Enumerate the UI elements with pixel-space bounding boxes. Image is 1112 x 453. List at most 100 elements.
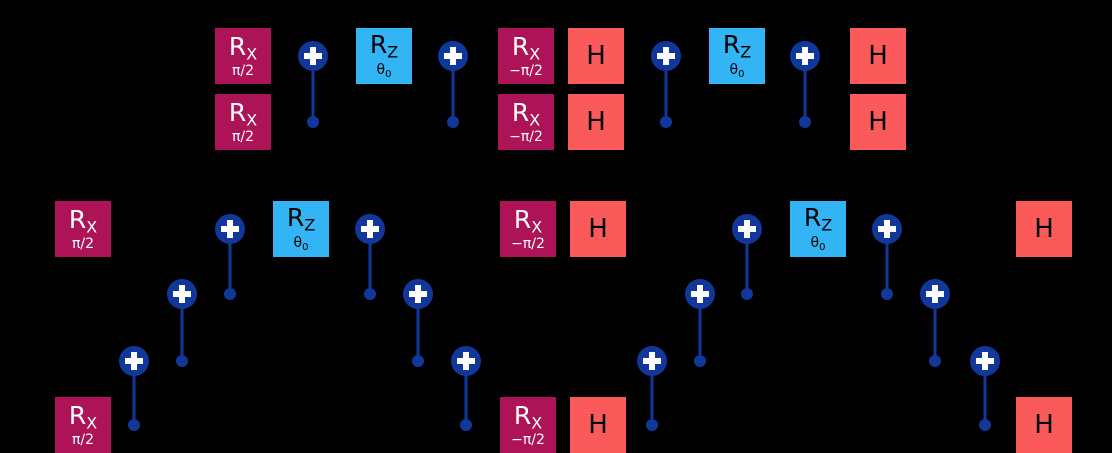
cnot-target-cross-v: [450, 47, 456, 65]
gate-label: H: [868, 107, 888, 137]
cnot-control-dot[interactable]: [799, 116, 811, 128]
gate-parameter-subscript: 0: [385, 68, 392, 80]
cnot-control-dot[interactable]: [176, 355, 188, 367]
gate-label-subscript: X: [531, 217, 543, 237]
cnot-control-dot[interactable]: [364, 288, 376, 300]
gate-label-subscript: X: [246, 44, 258, 64]
gate-label-subscript: X: [86, 413, 98, 433]
gate-parameter: θ0: [810, 234, 826, 253]
cnot-gate[interactable]: [435, 38, 471, 140]
gate-label: RZ: [286, 203, 316, 235]
cnot-target-cross-v: [744, 220, 750, 238]
gate-h[interactable]: H: [1016, 397, 1072, 453]
gate-label: H: [1034, 410, 1054, 440]
gate-label: H: [1034, 214, 1054, 244]
gate-parameter-subscript: 0: [302, 241, 309, 253]
cnot-control-dot[interactable]: [412, 355, 424, 367]
gate-label: H: [588, 214, 608, 244]
cnot-target-cross-v: [802, 47, 808, 65]
gate-rx[interactable]: RX−π/2: [500, 201, 556, 257]
cnot-gate[interactable]: [787, 38, 823, 140]
cnot-control-dot[interactable]: [929, 355, 941, 367]
gate-parameter: −π/2: [511, 432, 545, 449]
gate-label: RZ: [722, 30, 752, 62]
gate-label-subscript: X: [529, 110, 541, 130]
cnot-target-cross-v: [649, 352, 655, 370]
cnot-gate[interactable]: [116, 343, 152, 443]
gate-h[interactable]: H: [570, 201, 626, 257]
cnot-gate[interactable]: [869, 211, 905, 312]
gate-label-subscript: X: [529, 44, 541, 64]
cnot-control-dot[interactable]: [646, 419, 658, 431]
gate-h[interactable]: H: [570, 397, 626, 453]
gate-h[interactable]: H: [568, 28, 624, 84]
cnot-target-cross-v: [663, 47, 669, 65]
cnot-control-dot[interactable]: [460, 419, 472, 431]
gate-label: RX: [513, 204, 543, 237]
gate-parameter: π/2: [71, 236, 95, 253]
gate-label-subscript: Z: [304, 215, 316, 235]
gate-label: RX: [228, 97, 258, 130]
gate-rx[interactable]: RX−π/2: [498, 94, 554, 150]
gate-parameter: −π/2: [511, 236, 545, 253]
gate-label: RX: [513, 400, 543, 433]
gate-h[interactable]: H: [568, 94, 624, 150]
cnot-gate[interactable]: [448, 343, 484, 443]
gate-label-subscript: X: [86, 217, 98, 237]
cnot-target-cross-v: [131, 352, 137, 370]
cnot-gate[interactable]: [634, 343, 670, 443]
gate-label-subscript: X: [531, 413, 543, 433]
gate-h[interactable]: H: [850, 28, 906, 84]
cnot-control-dot[interactable]: [307, 116, 319, 128]
cnot-gate[interactable]: [352, 211, 388, 312]
gate-label: RZ: [369, 30, 399, 62]
cnot-control-dot[interactable]: [447, 116, 459, 128]
gate-parameter: π/2: [71, 432, 95, 449]
cnot-control-dot[interactable]: [660, 116, 672, 128]
gate-h[interactable]: H: [1016, 201, 1072, 257]
cnot-control-dot[interactable]: [741, 288, 753, 300]
gate-label: RX: [511, 31, 541, 64]
gate-parameter: π/2: [231, 63, 255, 80]
gate-parameter: −π/2: [509, 129, 543, 146]
cnot-gate[interactable]: [400, 276, 436, 379]
gate-h[interactable]: H: [850, 94, 906, 150]
cnot-gate[interactable]: [295, 38, 331, 140]
cnot-gate[interactable]: [648, 38, 684, 140]
cnot-gate[interactable]: [212, 211, 248, 312]
cnot-gate[interactable]: [967, 343, 1003, 443]
gate-rx[interactable]: RX−π/2: [498, 28, 554, 84]
gate-label-subscript: Z: [387, 42, 399, 62]
gate-label: RX: [228, 31, 258, 64]
gate-label: RX: [511, 97, 541, 130]
cnot-target-cross-v: [179, 285, 185, 303]
cnot-target-cross-v: [697, 285, 703, 303]
cnot-control-dot[interactable]: [224, 288, 236, 300]
gate-label-subscript: X: [246, 110, 258, 130]
gate-label: H: [868, 41, 888, 71]
cnot-target-cross-v: [982, 352, 988, 370]
cnot-gate[interactable]: [164, 276, 200, 379]
gate-parameter: θ0: [729, 61, 745, 80]
gate-label-subscript: Z: [821, 215, 833, 235]
cnot-target-cross-v: [463, 352, 469, 370]
gate-label: RX: [68, 204, 98, 237]
cnot-gate[interactable]: [917, 276, 953, 379]
cnot-control-dot[interactable]: [694, 355, 706, 367]
gate-rx[interactable]: RX−π/2: [500, 397, 556, 453]
cnot-gate[interactable]: [682, 276, 718, 379]
gate-parameter: π/2: [231, 129, 255, 146]
cnot-gate[interactable]: [729, 211, 765, 312]
cnot-control-dot[interactable]: [979, 419, 991, 431]
cnot-control-dot[interactable]: [128, 419, 140, 431]
cnot-control-dot[interactable]: [881, 288, 893, 300]
